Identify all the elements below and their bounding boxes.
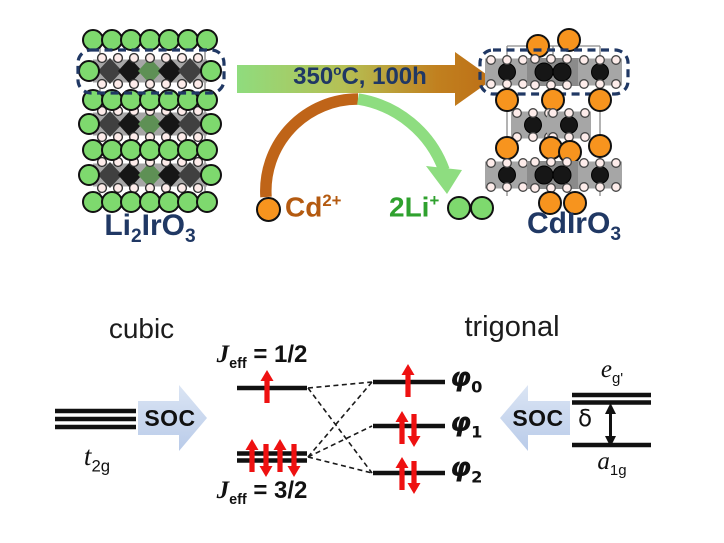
soc-arrow-right — [138, 385, 207, 451]
delta-label: δ — [578, 406, 593, 432]
cd-atom — [541, 88, 565, 112]
li2iro3-crystal-structure — [76, 29, 226, 213]
li-ion-label: 2Li+ — [389, 191, 440, 223]
trigonal-title: trigonal — [464, 311, 560, 343]
cd-atom — [495, 88, 519, 112]
cd-atom — [538, 191, 562, 215]
li2iro3-label: Li2IrO3 — [104, 209, 196, 247]
energy-level-diagram — [55, 300, 651, 532]
phi1-label: φ1 — [450, 407, 483, 442]
reaction-condition-label: 350oC, 100h — [293, 63, 427, 90]
a1g-label: a1g — [597, 448, 627, 479]
eg-label: eg' — [600, 356, 624, 387]
cd-atom — [563, 191, 587, 215]
li-out-arc-arrow — [356, 93, 450, 173]
cd-ion-label: Cd2+ — [285, 191, 342, 223]
cd-atom-icon — [256, 197, 281, 222]
cd-atom — [495, 136, 519, 160]
soc-arrow-left — [500, 385, 570, 451]
cdiro3-crystal-structure — [478, 28, 630, 215]
jeff-half-label: Jeff = 1/2 — [216, 341, 308, 372]
delta-splitting-arrow — [605, 403, 616, 447]
level-correlation-dashed-lines — [307, 381, 373, 474]
cd-atom — [557, 28, 581, 52]
cd-atom — [588, 88, 612, 112]
cd-atom — [588, 134, 612, 158]
li-atom-icon — [447, 196, 471, 220]
reaction-arrows — [237, 52, 493, 198]
cd-atom — [526, 34, 550, 58]
cd-in-arc-arrow — [260, 93, 359, 198]
eg-level-lines — [572, 392, 651, 405]
phi2-label: φ2 — [450, 452, 483, 487]
highlighted-layer-dashed-box — [76, 48, 226, 95]
cdiro3-label: CdIrO3 — [526, 207, 621, 245]
soc-label-left-panel: SOC — [144, 405, 196, 431]
phi0-label: φ0 — [450, 362, 483, 397]
highlighted-layer-dashed-box — [478, 48, 630, 96]
t2g-label: t2g — [83, 441, 111, 476]
reaction-gradient-arrow — [237, 52, 493, 106]
li-atom-icon — [470, 196, 494, 220]
soc-label-right-panel: SOC — [512, 405, 564, 431]
jeff-three-halves-label: Jeff = 3/2 — [216, 477, 308, 508]
t2g-level-lines — [55, 408, 136, 430]
cubic-title: cubic — [108, 313, 175, 344]
li-out-arrowhead — [426, 166, 462, 194]
